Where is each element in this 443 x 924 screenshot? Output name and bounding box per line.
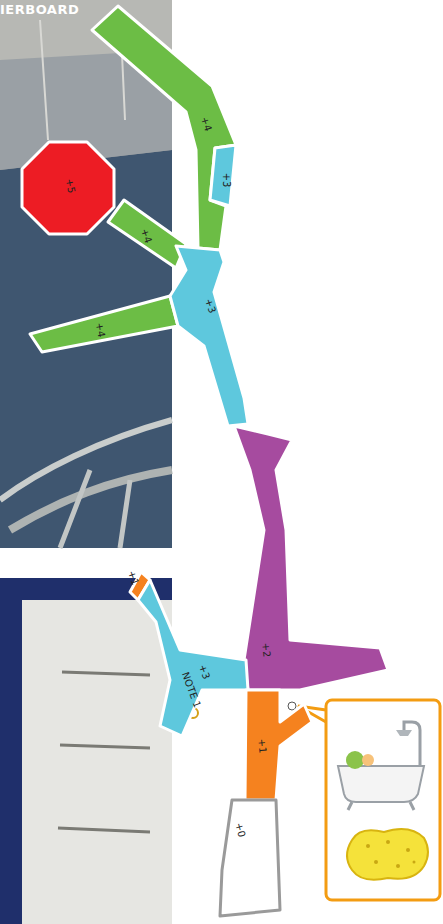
trail-segment: +3	[170, 246, 248, 426]
sponge-icon	[347, 829, 428, 880]
segment-fill	[108, 200, 186, 268]
bathtub-icon	[338, 722, 424, 810]
trail-segment: +4	[108, 200, 186, 268]
segment-shape	[170, 246, 248, 426]
watermark: IERBOARD	[0, 2, 79, 17]
trail-segment: +0	[220, 800, 280, 916]
segment-fill	[245, 690, 312, 800]
grade-label: +1	[256, 738, 267, 754]
segment-fill	[170, 246, 248, 426]
grade-label: +5	[64, 178, 76, 194]
segment-fill	[138, 580, 248, 736]
segment-fill	[234, 426, 388, 690]
segment-fill	[210, 145, 236, 206]
trail-segment: +3NOTE 1	[138, 580, 248, 736]
grade-label: +4	[94, 322, 106, 338]
grade-label: +3	[221, 173, 231, 188]
segment-shape	[138, 580, 248, 736]
grade-label: +2	[260, 642, 271, 658]
trail-segment: +3	[210, 145, 236, 206]
summit-area: +5	[22, 142, 114, 234]
trail-segment: +4	[30, 296, 178, 352]
segment-fill	[22, 142, 114, 234]
segment-shape	[234, 426, 388, 690]
segment-shape	[220, 800, 280, 916]
trail-segment: +1	[245, 690, 312, 800]
segment-fill	[220, 800, 280, 916]
segment-fill	[30, 296, 178, 352]
trail-segment: +2	[234, 426, 388, 690]
segment-shape	[245, 690, 312, 800]
